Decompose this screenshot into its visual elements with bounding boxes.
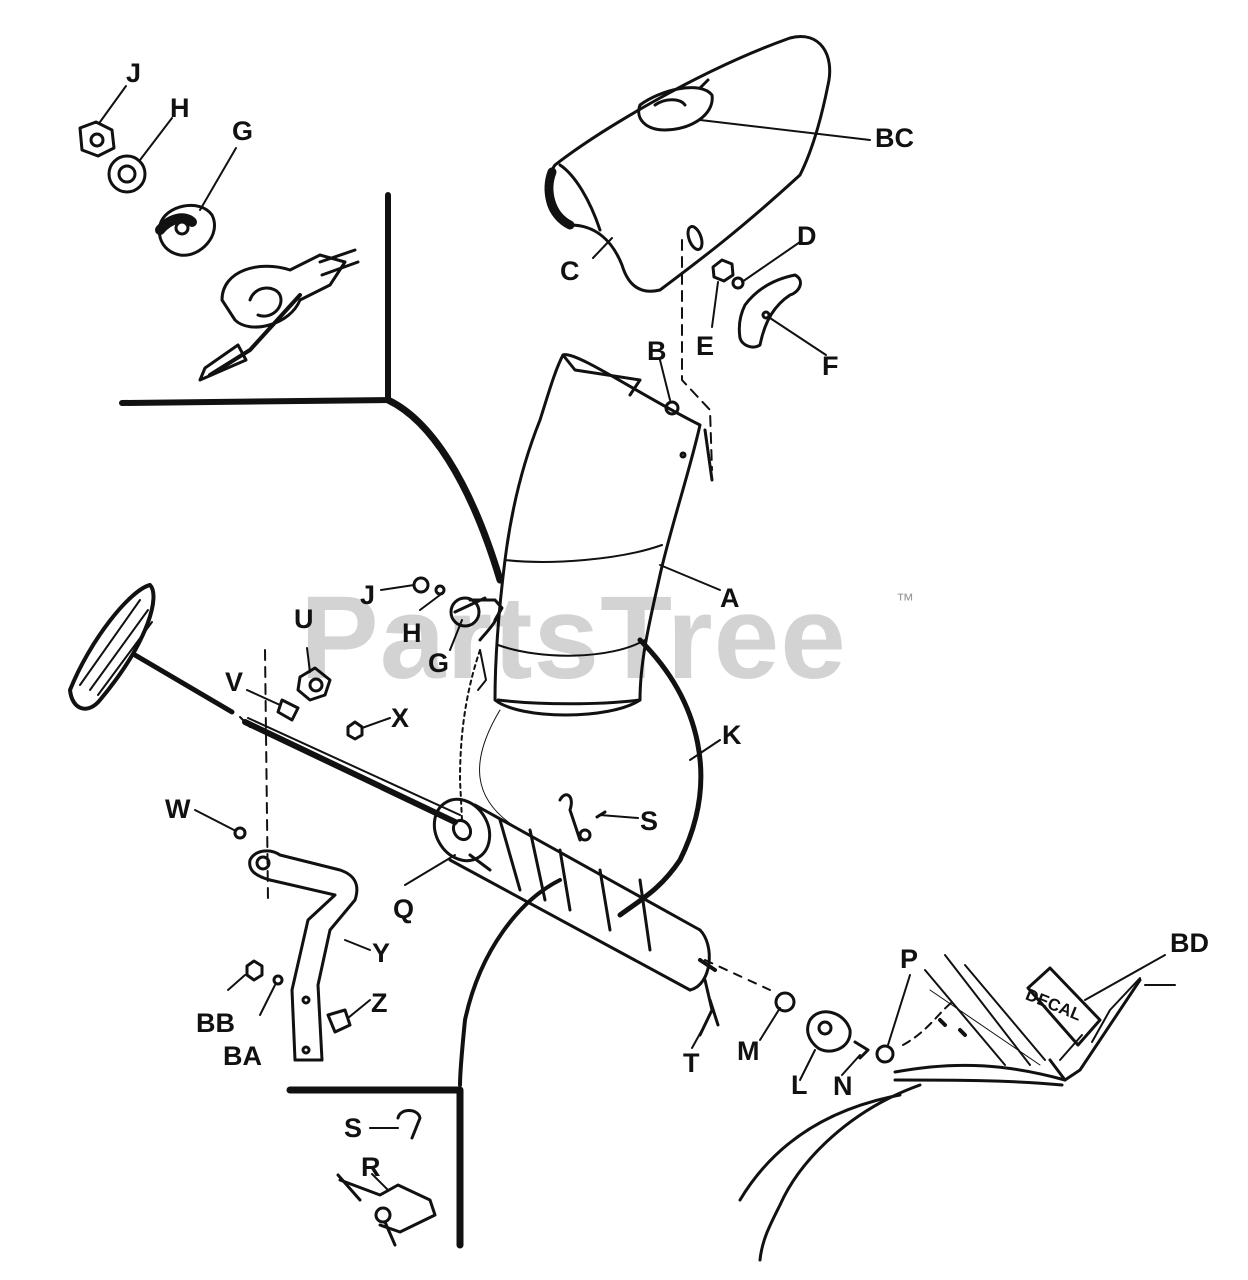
label-j-mid: J: [360, 580, 376, 610]
label-l: L: [791, 1070, 808, 1100]
label-x: X: [391, 703, 410, 733]
label-bd: BD: [1170, 928, 1209, 958]
leader-lines: [99, 85, 1166, 1191]
linkage-t-m-l-n-p: [698, 959, 956, 1064]
label-z: Z: [371, 988, 388, 1018]
inset-frame-bottom: [286, 1086, 464, 1249]
inset-frame-top: [119, 192, 504, 584]
label-u: U: [294, 604, 314, 634]
small-parts-d-e-f: [711, 258, 802, 349]
label-b: B: [647, 336, 667, 366]
label-d: D: [797, 221, 817, 251]
label-bc: BC: [875, 123, 914, 153]
column-a: [493, 353, 714, 717]
watermark: PartsTree: [300, 572, 847, 704]
label-r: R: [361, 1152, 381, 1182]
hardware-j-h-g-top: [78, 120, 216, 257]
label-g-mid: G: [428, 648, 450, 678]
label-f: F: [822, 351, 839, 381]
label-bb: BB: [196, 1008, 235, 1038]
label-w: W: [165, 794, 191, 824]
label-g-top: G: [232, 116, 254, 146]
throttle-rod-assembly: [68, 583, 461, 825]
lever-y: [233, 826, 359, 1062]
label-h-top: H: [170, 93, 190, 123]
label-h-mid: H: [402, 618, 422, 648]
body-panel-right: [738, 954, 1176, 1262]
seat-cushion: [544, 35, 832, 293]
alignment-line-seat: [681, 239, 713, 471]
cable-k: [459, 637, 704, 918]
label-n: N: [833, 1071, 853, 1101]
label-s-low: S: [344, 1113, 363, 1143]
body-contours: [458, 709, 562, 1087]
label-y: Y: [372, 938, 391, 968]
label-p: P: [900, 944, 919, 974]
label-q: Q: [393, 894, 415, 924]
trademark-symbol: ™: [896, 590, 914, 610]
label-v: V: [225, 667, 244, 697]
cable-clamp-assembly: [198, 248, 360, 382]
cylinder-q: [432, 793, 717, 992]
label-k: K: [722, 720, 742, 750]
label-ba: BA: [223, 1041, 262, 1071]
label-c: C: [560, 256, 580, 286]
decal-plate: [1026, 966, 1102, 1047]
label-m: M: [737, 1036, 760, 1066]
hardware-j-h-g-mid: [412, 576, 504, 642]
label-e: E: [696, 331, 715, 361]
label-t: T: [683, 1048, 700, 1078]
label-a: A: [720, 583, 740, 613]
label-s-mid: S: [640, 806, 659, 836]
label-j-top: J: [126, 58, 142, 88]
